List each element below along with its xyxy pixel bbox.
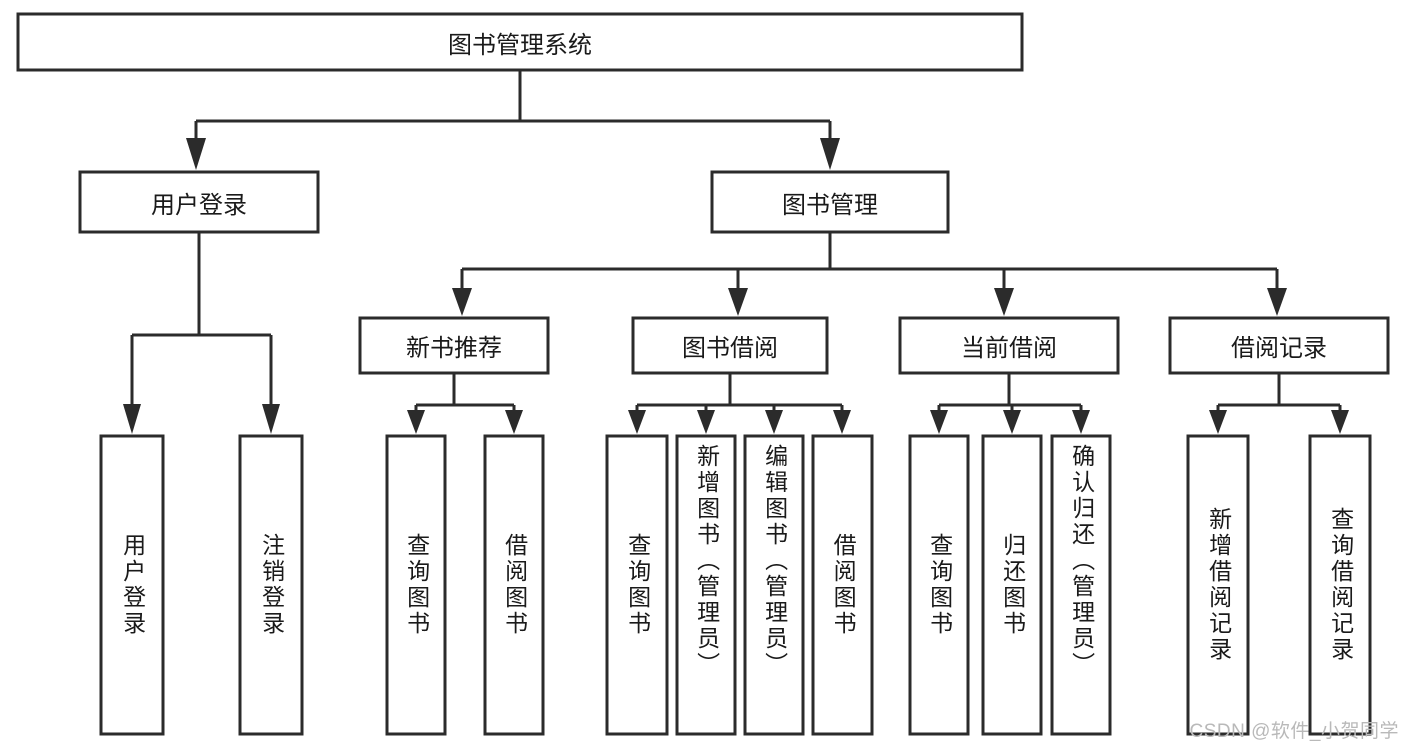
arrow-head-leaf-add-record [1209,410,1227,434]
leaf-box-borrow-book-a[interactable] [483,434,545,736]
arrow-head-leaf-edit-book [765,410,783,434]
leaf-box-add-record[interactable] [1186,434,1250,736]
connector-lines-group [123,70,1349,434]
leaf-box-query-book-b[interactable] [605,434,669,736]
arrow-head-book-manage [820,138,840,170]
node-box-new-book-rec[interactable] [358,316,550,375]
leaf-box-return-book[interactable] [981,434,1043,736]
arrow-head-leaf-borrow-book-b [833,410,851,434]
arrow-head-borrow-record [1267,288,1287,316]
arrow-head-leaf-return-book [1003,410,1021,434]
arrow-head-leaf-confirm-return [1072,410,1090,434]
leaf-box-borrow-book-b[interactable] [811,434,874,736]
node-box-current-borrow[interactable] [898,316,1120,375]
arrow-head-leaf-query-book-c [930,410,948,434]
arrow-head-user-login [186,138,206,170]
leaf-box-edit-book[interactable] [743,434,805,736]
arrow-head-leaf-query-record [1331,410,1349,434]
arrow-head-leaf-query-book-b [628,410,646,434]
arrow-head-book-borrow [728,288,748,316]
node-box-book-borrow[interactable] [631,316,829,375]
arrow-head-leaf-logout [262,404,280,434]
node-box-borrow-record[interactable] [1168,316,1390,375]
leaf-box-query-record[interactable] [1308,434,1372,736]
arrow-head-current-borrow [994,288,1014,316]
arrow-head-new-book-rec [452,288,472,316]
arrow-head-leaf-borrow-book-a [505,410,523,434]
arrow-head-leaf-add-book [697,410,715,434]
csdn-watermark: CSDN @软件_小贺同学 [1189,721,1399,742]
leaf-box-logout[interactable] [238,434,304,736]
leaf-box-confirm-return[interactable] [1050,434,1112,736]
leaf-box-query-book-a[interactable] [385,434,447,736]
arrow-head-leaf-user-login [123,404,141,434]
node-box-user-login[interactable] [78,170,320,234]
node-boxes-group [16,12,1390,736]
leaf-box-user-login[interactable] [99,434,165,736]
leaf-box-query-book-c[interactable] [908,434,970,736]
arrow-head-leaf-query-book-a [407,410,425,434]
leaf-box-add-book[interactable] [675,434,737,736]
node-box-root[interactable] [16,12,1024,72]
node-box-book-manage[interactable] [710,170,950,234]
